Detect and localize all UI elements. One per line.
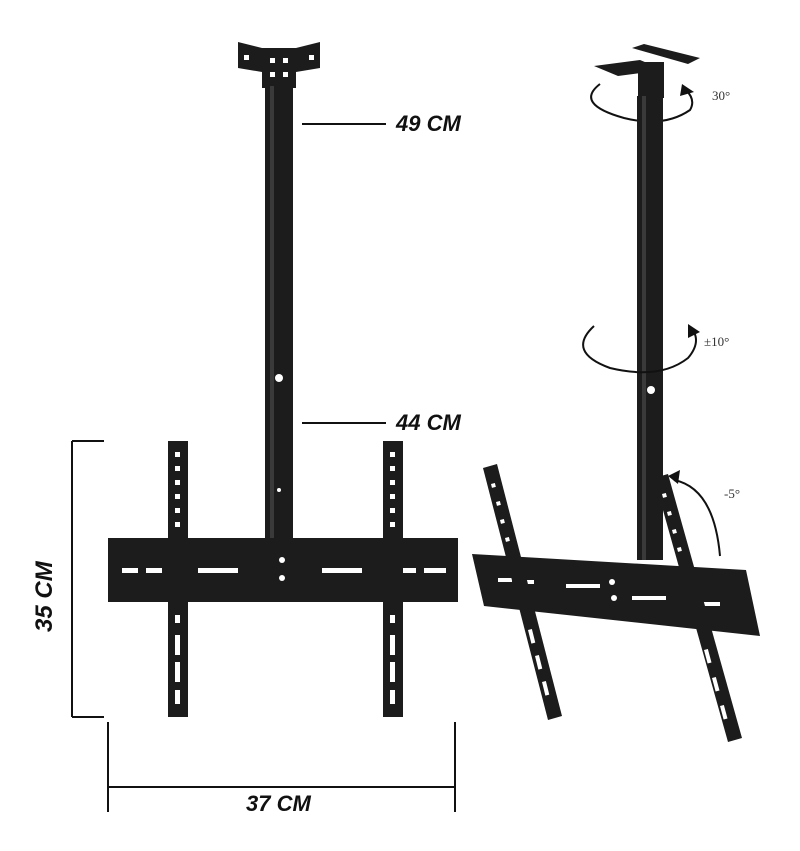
mid-swivel-arrow (582, 325, 697, 374)
angled-view-mount: 30° ±10° -5° (472, 44, 760, 742)
height-label: 35 CM (31, 560, 58, 632)
mounting-plate (108, 538, 458, 602)
pole-min-label: 44 CM (395, 410, 461, 435)
left-vertical-arm (168, 441, 188, 717)
height-dimension-bracket (71, 440, 104, 718)
pole-max-label: 49 CM (395, 111, 461, 136)
top-swivel-angle-label: 30° (712, 88, 730, 103)
angled-right-arm (654, 474, 742, 742)
right-vertical-arm (383, 441, 403, 717)
front-view-mount: 49 CM 44 CM (31, 42, 461, 816)
pole (265, 86, 293, 541)
width-label: 37 CM (246, 791, 311, 816)
tilt-arrow (673, 479, 721, 557)
ceiling-bracket (238, 42, 320, 88)
width-dimension-bracket (107, 722, 456, 812)
angled-ceiling-bracket (594, 44, 700, 98)
angled-left-arm (483, 464, 562, 720)
tilt-angle-label: -5° (724, 486, 740, 501)
mid-swivel-angle-label: ±10° (704, 334, 729, 349)
